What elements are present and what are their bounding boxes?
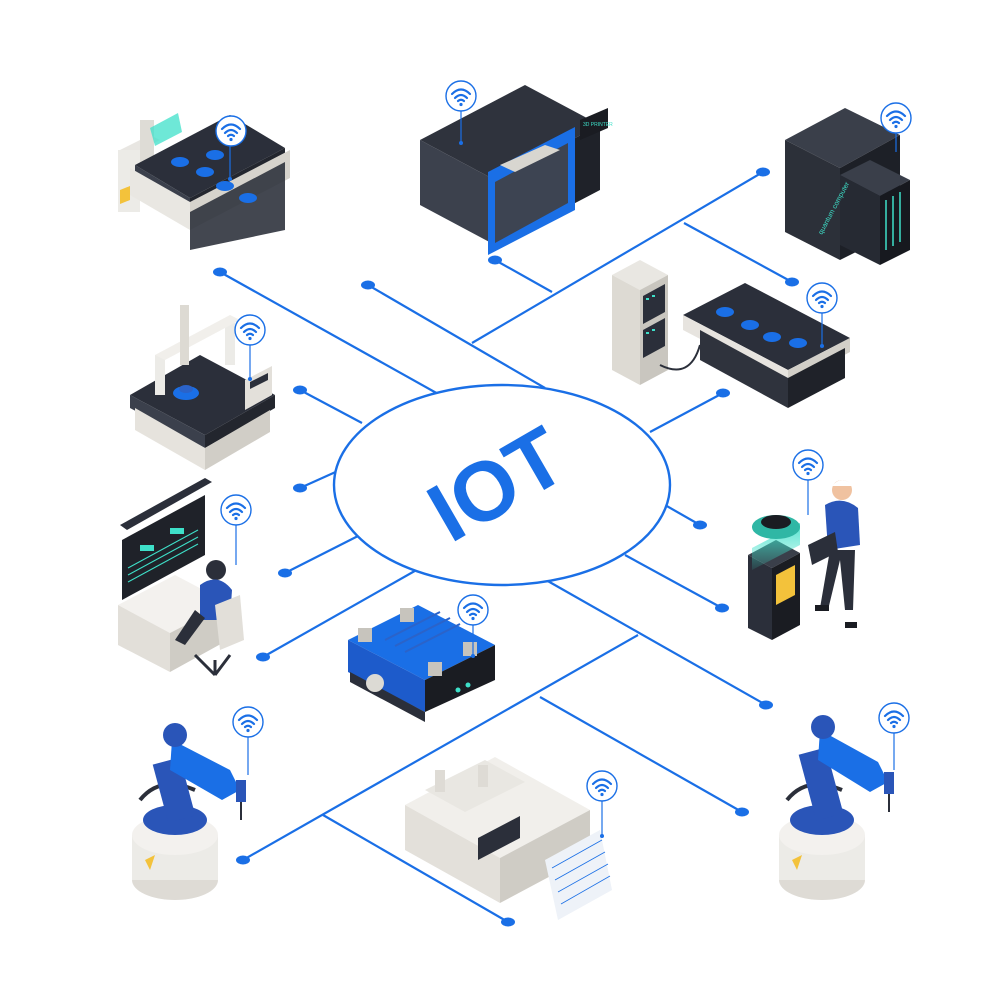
agv-robot [348,593,495,722]
wifi-icon [879,101,913,135]
wifi-icon [805,281,839,315]
connection-nodes [213,167,799,927]
wifi-icon [444,79,478,113]
robot-arm-right [779,701,911,900]
server-conveyor [612,260,850,408]
wifi-icon [233,313,267,347]
hologram-engineer [748,448,860,640]
printer-screen-label: 3D PRINTER [583,122,613,128]
connection-lines [219,171,793,923]
wifi-icon [214,114,248,148]
3d-printer: 3D PRINTER [420,79,613,255]
control-room-operator [118,478,253,677]
quantum-computer: quantum computer [785,101,913,265]
wifi-icon [877,701,911,735]
iot-hub: IOT [332,383,672,587]
wifi-icon [456,593,490,627]
wifi-icon [231,705,265,739]
conveyor-belt-left [118,113,290,250]
coordinate-measuring-machine [130,305,275,470]
wifi-icon [791,448,825,482]
wifi-icon [585,769,619,803]
wifi-icon [219,493,253,527]
pcb-printer [405,757,619,920]
robot-arm-left [132,705,265,900]
